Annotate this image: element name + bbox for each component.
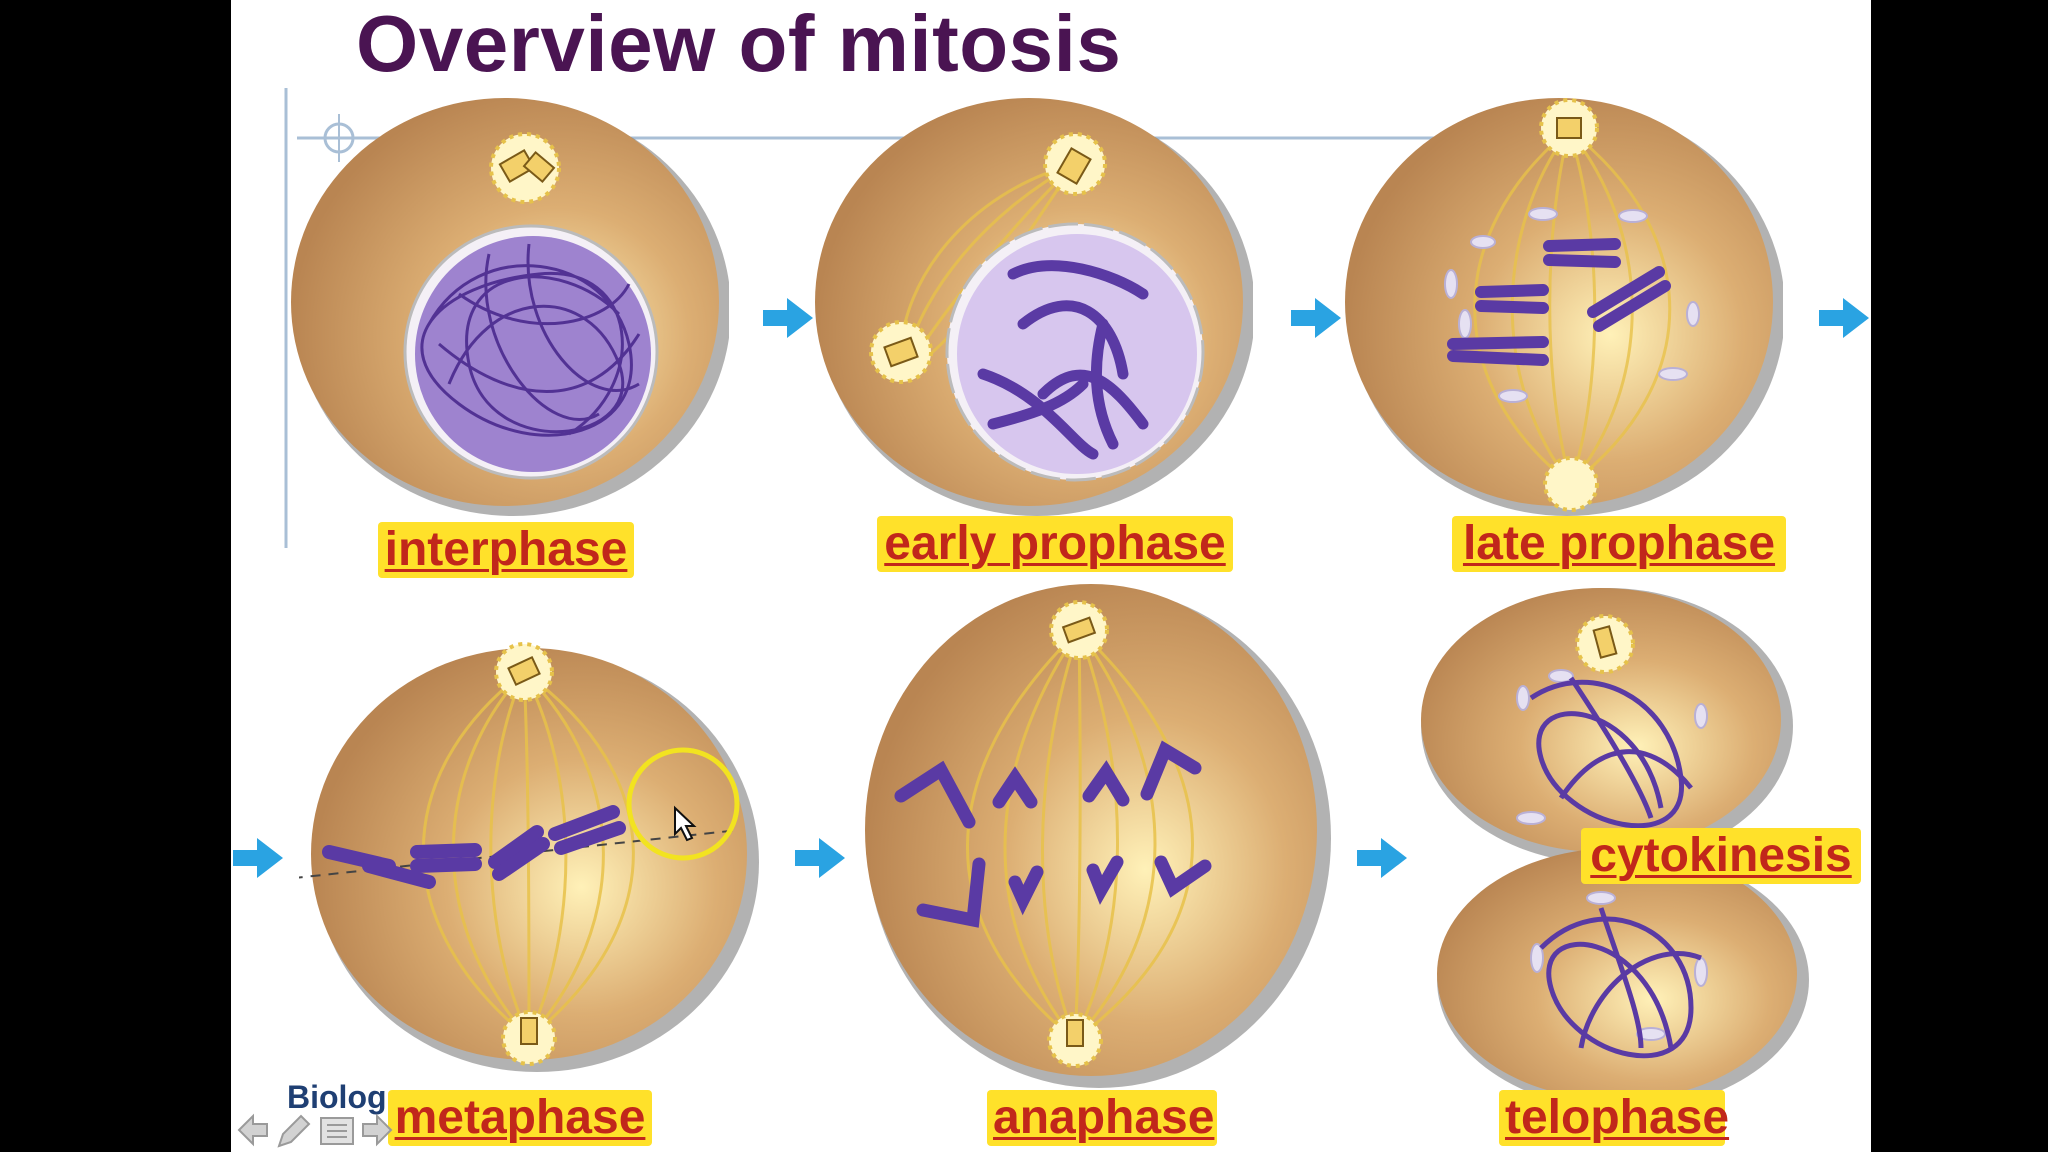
centrosome-icon: [1047, 1012, 1103, 1068]
metaphase-cell: [299, 642, 759, 1072]
arrow-right-icon: [233, 838, 283, 878]
centrosome-icon: [1575, 614, 1635, 674]
pen-icon[interactable]: [277, 1114, 311, 1148]
stage-label-interphase: interphase: [378, 522, 634, 578]
stage-label-telophase: telophase: [1499, 1090, 1729, 1146]
centrosome-icon: [501, 1010, 557, 1066]
centrosome-icon: [1049, 600, 1109, 660]
centrosome-icon: [494, 642, 554, 702]
centrosome-icon: [1543, 456, 1599, 512]
slide-canvas: Overview of mitosis interphase: [231, 0, 1871, 1152]
menu-icon[interactable]: [320, 1117, 354, 1145]
arrow-right-icon: [795, 838, 845, 878]
forward-arrow-icon[interactable]: [362, 1113, 393, 1147]
stage-label-anaphase: anaphase: [987, 1090, 1217, 1146]
interphase-cell: [291, 98, 729, 516]
stage-label-metaphase: metaphase: [388, 1090, 652, 1146]
stage-label-late-prophase: late prophase: [1452, 516, 1786, 572]
centrosome-icon: [489, 132, 561, 204]
slideshow-controls: [237, 1113, 393, 1148]
slide-title: Overview of mitosis: [356, 0, 1122, 88]
back-arrow-icon[interactable]: [237, 1113, 268, 1147]
anaphase-cell: [865, 584, 1331, 1088]
stage-label-early-prophase: early prophase: [877, 516, 1233, 572]
cursor-icon: [674, 805, 697, 842]
pointer-highlight: [626, 747, 740, 861]
telophase-cell: [1421, 588, 1809, 1108]
watermark-text: Biolog: [287, 1079, 387, 1115]
arrow-right-icon: [763, 298, 813, 338]
centrosome-icon: [1539, 98, 1599, 158]
centrosome-icon: [1043, 132, 1107, 196]
arrow-right-icon: [1291, 298, 1341, 338]
stage-label-cytokinesis: cytokinesis: [1581, 828, 1861, 884]
arrow-right-icon: [1819, 298, 1869, 338]
early-prophase-cell: [815, 98, 1253, 516]
centrosome-icon: [869, 320, 933, 384]
arrow-right-icon: [1357, 838, 1407, 878]
late-prophase-cell: [1345, 98, 1783, 516]
